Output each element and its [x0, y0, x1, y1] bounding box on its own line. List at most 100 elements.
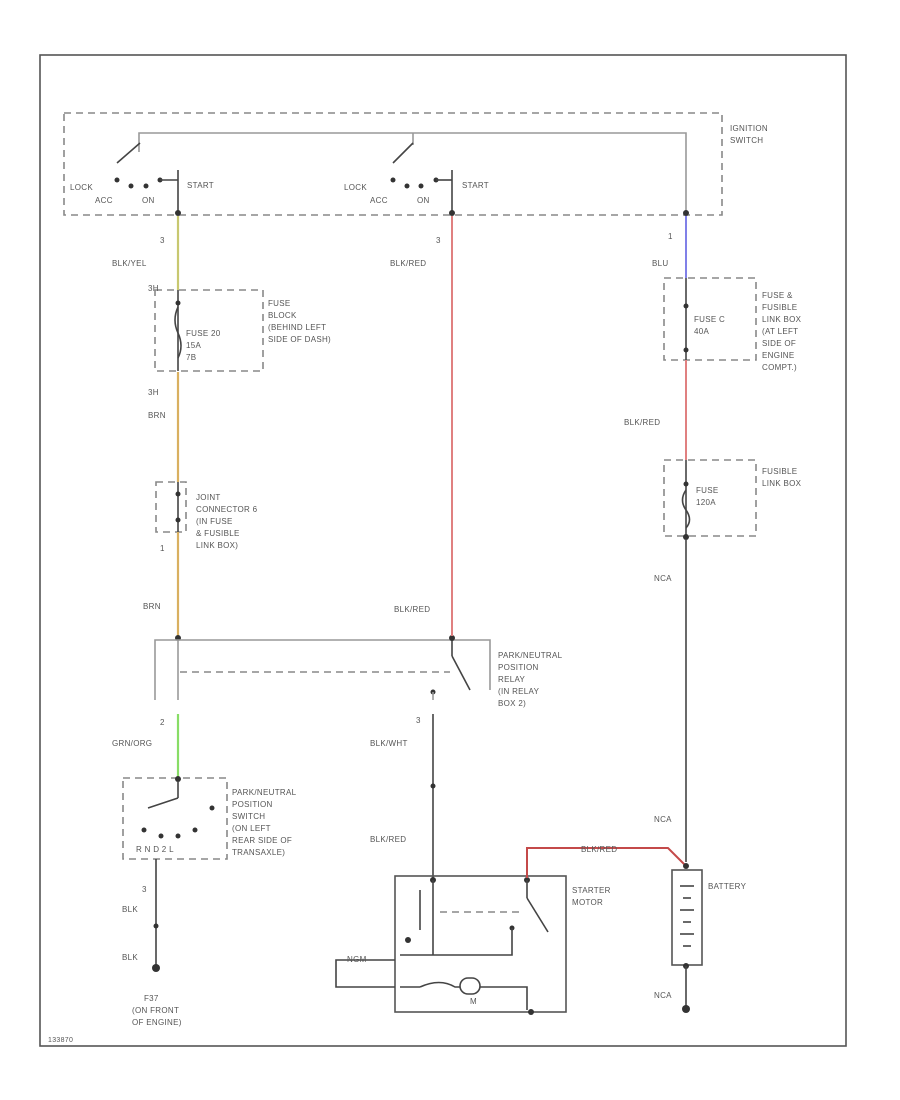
wire-label: BLK/RED [370, 835, 406, 844]
wire-label: BLK [122, 953, 138, 962]
pn-contact-n [158, 833, 164, 839]
relay-coil-frame [154, 639, 491, 700]
fusible-terminal-top [683, 481, 689, 487]
fusible-box-desc-2: LINK BOX [762, 479, 802, 488]
fuse-link-box-boundary [663, 277, 757, 361]
fuse-box-desc-5: SIDE OF [762, 339, 796, 348]
relay-junction-mid [449, 635, 455, 641]
fuse-box-desc-6: ENGINE [762, 351, 794, 360]
pn-contact-d [175, 833, 181, 839]
motor-ground-lead [480, 986, 528, 1010]
joint-terminal-lower [175, 517, 181, 523]
battery-ground-icon [682, 1005, 690, 1013]
wire-label: BRN [143, 602, 161, 611]
pin-label: 3H [148, 388, 159, 397]
wire-label: NCA [654, 574, 672, 583]
motor-winding [400, 981, 460, 988]
ignition-left-acc-label: ACC [95, 196, 113, 205]
ground-desc-2: (ON FRONT [132, 1006, 179, 1015]
ignition-mid-acc-label: ACC [370, 196, 388, 205]
starter-desc-1: STARTER [572, 886, 611, 895]
ground-splice [153, 923, 159, 929]
starter-motor-feed [400, 928, 513, 956]
connector-pin-left [175, 210, 181, 216]
wire-label: BLK/RED [394, 605, 430, 614]
motor-ground [528, 1009, 534, 1015]
solenoid-ground [405, 937, 411, 943]
pn-contact-r [141, 827, 147, 833]
battery-label: BATTERY [708, 882, 747, 891]
starter-terminal-label: NGM [347, 955, 367, 964]
ignition-mid-contact-acc [404, 183, 410, 189]
fuse-c-terminal-bottom [683, 347, 689, 353]
connector-pin-right [683, 210, 689, 216]
park-neutral-relay: PARK/NEUTRAL POSITION RELAY (IN RELAY BO… [154, 635, 563, 708]
fuse-box-desc-1: FUSE & [762, 291, 793, 300]
pin-label: 1 [668, 232, 673, 241]
fuse-c-label: FUSE C [694, 315, 725, 324]
joint-terminal-upper [175, 491, 181, 497]
fuse-block-boundary [154, 289, 264, 372]
battery-positive-terminal [683, 863, 689, 869]
joint-desc-5: LINK BOX) [196, 541, 238, 550]
wire-label: BLK [122, 905, 138, 914]
wire-label: NCA [654, 991, 672, 1000]
fuse-20-terminal [175, 300, 181, 306]
pn-switch-boundary [122, 777, 228, 860]
ignition-mid-on-label: ON [417, 196, 430, 205]
ignition-mid-lock-label: LOCK [344, 183, 367, 192]
pin-label: 3 [416, 716, 421, 725]
pin-label: 2 [160, 718, 165, 727]
ignition-left-contact-acc [128, 183, 134, 189]
starter-motor: NGM M STARTER MOTOR [335, 875, 611, 1015]
ignition-left-lock-label: LOCK [70, 183, 93, 192]
fuse-20-sub: 7B [186, 353, 196, 362]
starter-motor-boundary [394, 875, 567, 1013]
wire-label: BLK/WHT [370, 739, 408, 748]
splice-point [430, 783, 436, 789]
right-circuit-branch: 1 BLU FUSE C 40A FUSE & FUSIBLE LINK BOX… [526, 216, 802, 1013]
ignition-left-contact-lock [114, 177, 120, 183]
joint-connector-boundary [155, 481, 187, 533]
connector-pin-mid [449, 210, 455, 216]
fuse-box-desc-7: COMPT.) [762, 363, 797, 372]
ignition-switch-boundary [63, 112, 723, 216]
wire-label: BLK/YEL [112, 259, 147, 268]
joint-desc-4: & FUSIBLE [196, 529, 240, 538]
left-circuit-branch: 3 BLK/YEL 3H FUSE 20 15A 7B FUSE BLOCK (… [112, 216, 331, 1027]
ignition-mid-switch-blade [392, 142, 414, 164]
diagram-code: 133870 [48, 1037, 73, 1044]
ignition-left-contact-on [143, 183, 149, 189]
relay-desc-2: POSITION [498, 663, 539, 672]
ignition-left-switch-blade [116, 142, 141, 164]
starter-desc-2: MOTOR [572, 898, 603, 907]
fusible-rating: 120A [696, 498, 716, 507]
relay-desc-3: RELAY [498, 675, 526, 684]
wire-label: NCA [654, 815, 672, 824]
fusible-box-desc-1: FUSIBLE [762, 467, 797, 476]
ignition-left-on-label: ON [142, 196, 155, 205]
fusible-label: FUSE [696, 486, 719, 495]
ignition-mid-contact-on [418, 183, 424, 189]
wire-label: BLK/RED [624, 418, 660, 427]
pin-label: 3 [160, 236, 165, 245]
joint-desc-2: CONNECTOR 6 [196, 505, 258, 514]
relay-desc-4: (IN RELAY [498, 687, 540, 696]
fuse-box-desc-2: FUSIBLE [762, 303, 797, 312]
ground-desc-3: OF ENGINE) [132, 1018, 182, 1027]
pin-label: 1 [160, 544, 165, 553]
diagram-frame [39, 54, 847, 1047]
pn-switch-desc-1: PARK/NEUTRAL [232, 788, 297, 797]
pn-contact-l [209, 805, 215, 811]
ground-point-icon [152, 964, 160, 972]
pn-switch-blade [147, 797, 179, 809]
relay-desc-1: PARK/NEUTRAL [498, 651, 563, 660]
ground-desc-1: F37 [144, 994, 159, 1003]
joint-desc-1: JOINT [196, 493, 221, 502]
ignition-left-start-label: START [187, 181, 214, 190]
motor-armature-icon [459, 977, 481, 995]
motor-label: M [470, 997, 477, 1006]
wire-label: GRN/ORG [112, 739, 152, 748]
pin-label: 3H [148, 284, 159, 293]
fuse-20-label: FUSE 20 [186, 329, 221, 338]
